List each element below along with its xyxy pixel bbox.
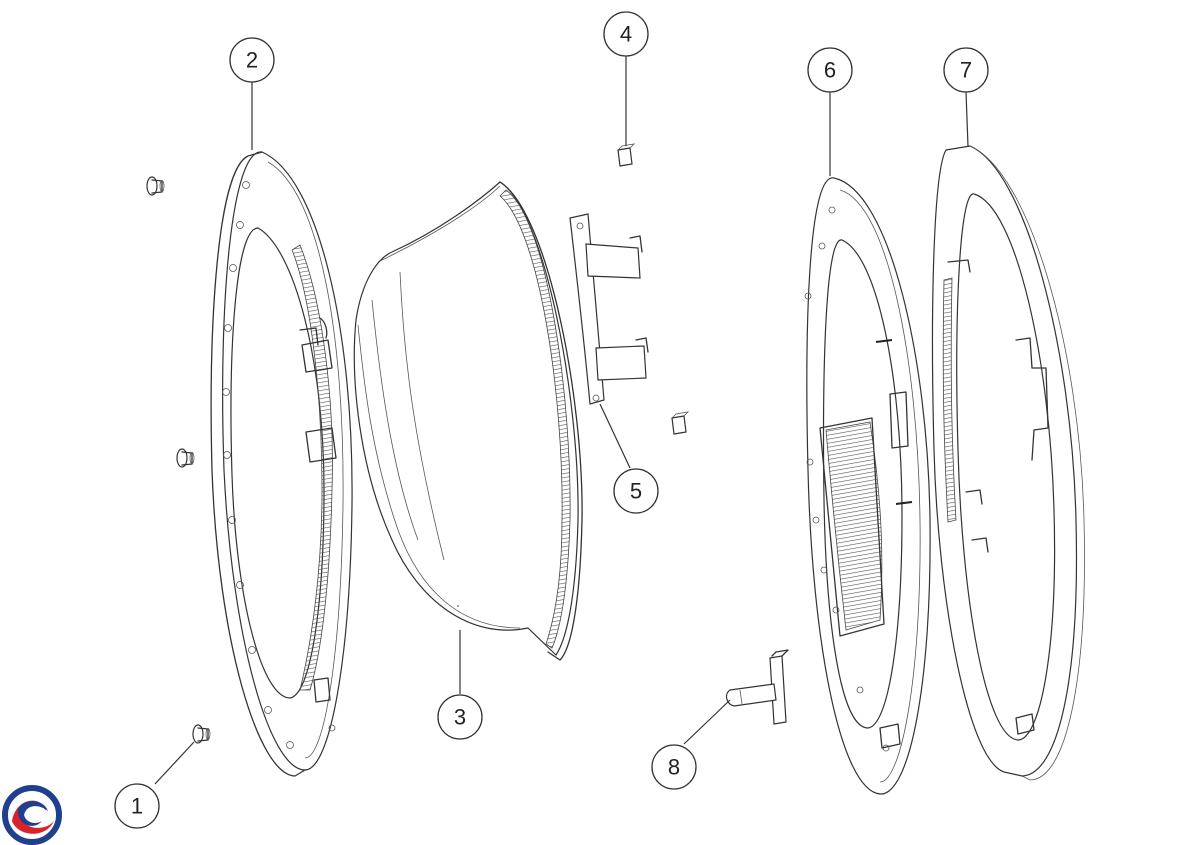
callout-7: 7 [943, 47, 989, 93]
leader-1 [154, 741, 195, 785]
callout-6: 6 [807, 47, 853, 93]
leader-7 [965, 91, 969, 147]
callout-2-label: 2 [246, 48, 258, 73]
callout-1-label: 1 [131, 794, 143, 819]
callout-4-label: 4 [620, 22, 632, 47]
callout-4: 4 [603, 11, 649, 57]
callout-2: 2 [229, 37, 275, 83]
callout-7-label: 7 [960, 58, 972, 83]
callout-3: 3 [437, 694, 483, 740]
callout-5-label: 5 [630, 479, 642, 504]
callout-5: 5 [613, 468, 659, 514]
part-1-plugs [146, 176, 211, 744]
part-7-front-ring [931, 145, 1085, 781]
callout-1: 1 [114, 783, 160, 829]
brand-logo-icon [2, 785, 62, 845]
part-5-hinge [569, 213, 649, 405]
part-6-outer-ring [804, 177, 931, 795]
leader-lines [154, 56, 969, 785]
part-2-inner-ring [210, 151, 353, 777]
callout-8: 8 [651, 744, 697, 790]
part-3-door-glass [353, 181, 583, 661]
callout-6-label: 6 [824, 58, 836, 83]
part-4-pads [617, 143, 690, 435]
leader-5 [599, 403, 631, 469]
part-8-latch [725, 649, 789, 725]
callout-8-label: 8 [668, 755, 680, 780]
callout-3-label: 3 [454, 705, 466, 730]
leader-8 [683, 699, 731, 745]
